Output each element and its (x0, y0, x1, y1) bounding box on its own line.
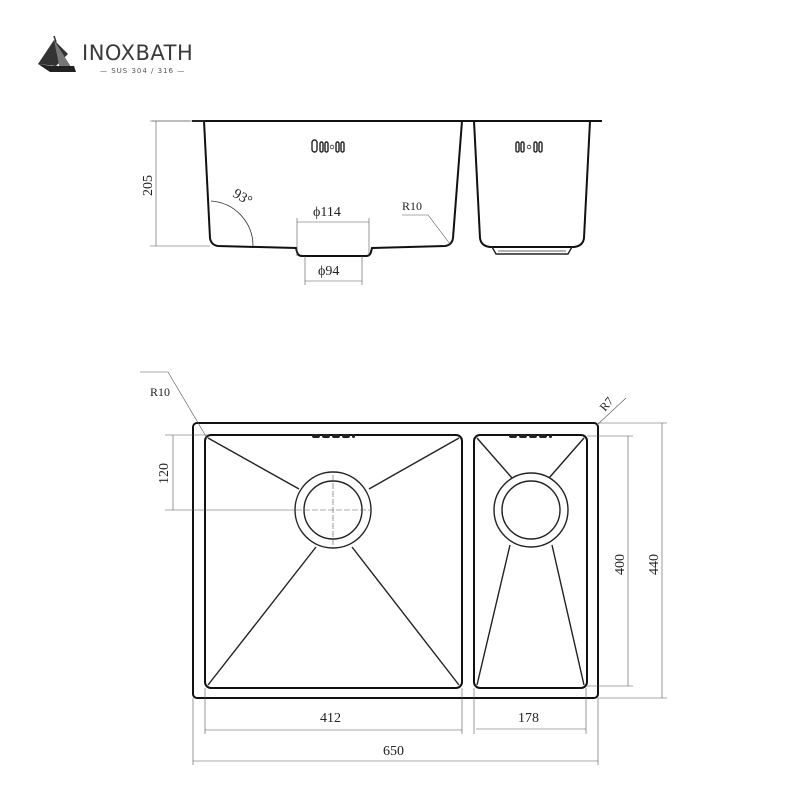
top-view: R10 R7 120 400 440 412 178 650 (140, 371, 667, 765)
large-bowl-profile (203, 120, 463, 257)
overflow-slots-top-large (312, 434, 355, 438)
large-bowl-width-dimension: 412 (320, 711, 341, 726)
outlet-inner-diameter: ϕ94 (318, 264, 339, 279)
brand-logo: INOXBATH — SUS 304 / 316 — (38, 35, 193, 75)
drain-offset-dimension: 120 (157, 463, 172, 484)
small-drain-inner (501, 480, 561, 540)
small-bowl-width-dimension: 178 (518, 711, 539, 726)
logo-mark-icon (38, 35, 76, 72)
overflow-slots-top-small (509, 434, 552, 438)
outer-radius-label: R7 (597, 394, 617, 414)
overall-depth-dimension: 440 (647, 554, 662, 575)
sink-outer-frame (192, 422, 599, 699)
brand-name: INOXBATH (82, 41, 193, 65)
depth-dimension: 205 (141, 175, 156, 196)
overflow-slots-large (311, 139, 345, 153)
side-view: 205 93° R10 ϕ114 ϕ94 (141, 120, 602, 285)
overall-width-dimension: 650 (383, 744, 404, 759)
bowl-depth-dimension: 400 (613, 554, 628, 575)
small-drain-outer (493, 472, 569, 548)
angle-label: 93° (230, 186, 254, 209)
large-bowl (204, 434, 463, 689)
brand-subtitle: — SUS 304 / 316 — (100, 67, 185, 75)
outlet-outer-diameter: ϕ114 (313, 205, 341, 220)
inner-radius-label: R10 (150, 385, 170, 399)
small-bowl-profile (473, 120, 591, 248)
side-radius-label: R10 (402, 199, 422, 213)
overflow-slots-small (515, 141, 543, 153)
